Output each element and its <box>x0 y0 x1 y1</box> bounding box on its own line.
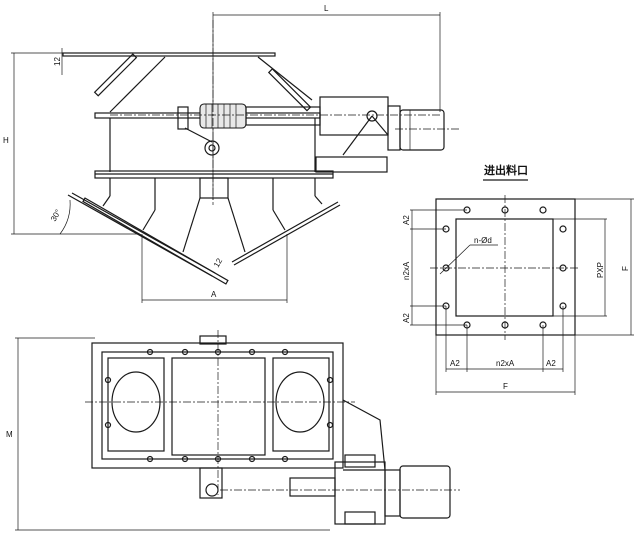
dim-A2-bottom: A2 <box>402 313 411 323</box>
dim-F-right: F <box>621 266 630 271</box>
dim-A-label: A <box>211 290 217 299</box>
dim-angle-label: 30° <box>49 208 63 223</box>
plan-view: M <box>6 330 460 531</box>
dim-L-label: L <box>324 4 329 13</box>
dim-PXP: PXP <box>596 262 605 278</box>
dim-nxA-left: n2xA <box>402 261 411 280</box>
dim-A2-top: A2 <box>402 215 411 225</box>
dim-n2xA-bottom: n2xA <box>496 359 515 368</box>
front-view: L H 12 <box>3 4 460 303</box>
flange-view-title: 进出料口 <box>484 163 528 177</box>
dim-H-label: H <box>3 136 9 145</box>
dim-A2-right: A2 <box>546 359 556 368</box>
dim-A2-left: A2 <box>450 359 460 368</box>
dim-M-label: M <box>6 430 13 439</box>
flange-view: 进出料口 A2 n2xA A2 n-Ød PXP F A2 n2xA A2 F <box>402 163 634 395</box>
bolt-holes <box>442 206 567 329</box>
hole-callout: n-Ød <box>474 236 492 245</box>
plan-bolts <box>104 348 334 463</box>
dim-top-plate-12: 12 <box>53 57 62 66</box>
dim-F-bottom: F <box>503 382 508 391</box>
dim-chute-plate-12: 12 <box>212 256 225 269</box>
actuator-cylinder <box>177 103 321 156</box>
gear-motor <box>315 96 445 173</box>
